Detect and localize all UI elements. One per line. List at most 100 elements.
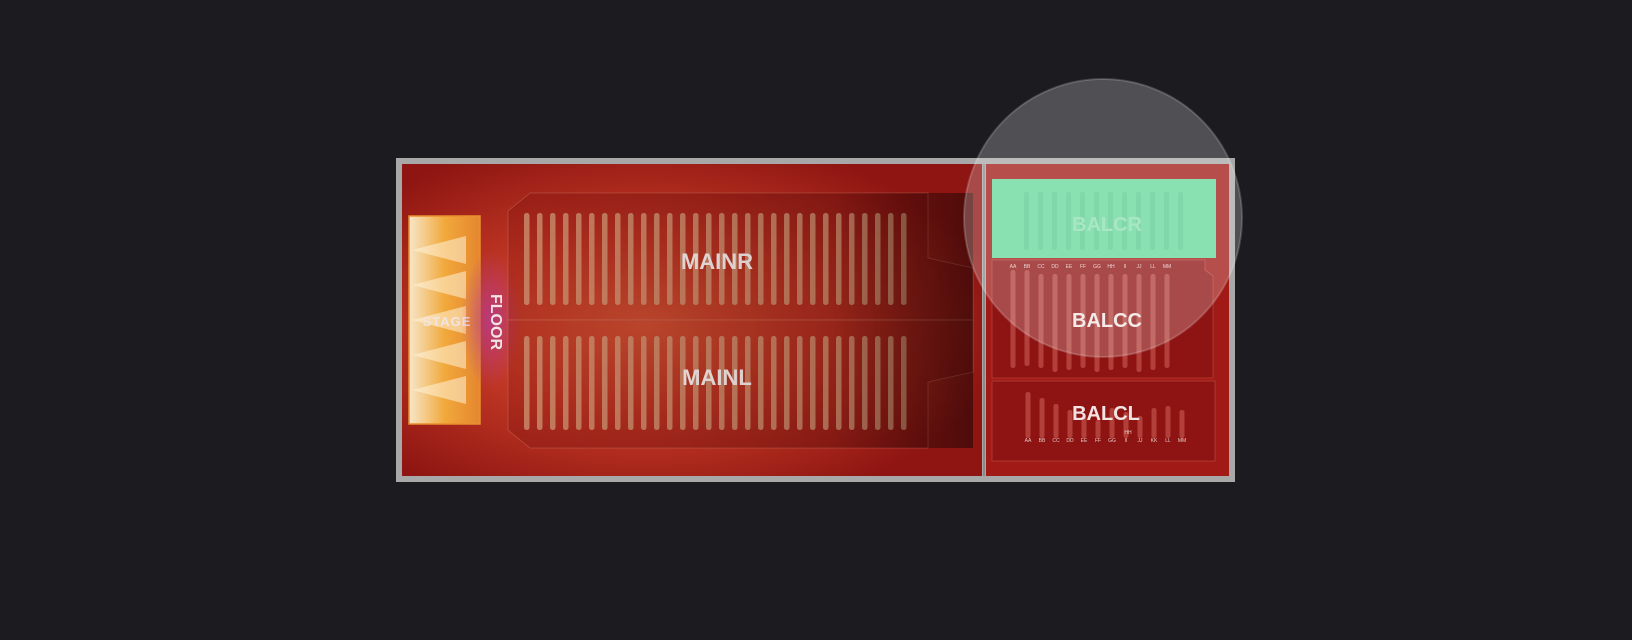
mainl-seat-row[interactable]	[667, 336, 673, 430]
mainr-seat-row[interactable]	[537, 213, 543, 305]
balcr-seat-row[interactable]	[1150, 192, 1155, 250]
mainl-seat-row[interactable]	[615, 336, 621, 430]
mainr-seat-row[interactable]	[823, 213, 829, 305]
balcc-seat-row[interactable]	[1010, 270, 1016, 368]
mainr-seat-row[interactable]	[628, 213, 634, 305]
mainr-seat-row[interactable]	[563, 213, 569, 305]
balcc-seat-row[interactable]	[1136, 274, 1142, 372]
balcc-seat-row[interactable]	[1094, 274, 1100, 372]
mainl-seat-row[interactable]	[901, 336, 907, 430]
balcr-seat-row[interactable]	[1164, 192, 1169, 250]
mainr-seat-row[interactable]	[654, 213, 660, 305]
mainl-seat-row[interactable]	[784, 336, 790, 430]
mainl-seat-row[interactable]	[524, 336, 530, 430]
mainl-seat-row[interactable]	[563, 336, 569, 430]
balcl-seat-row[interactable]	[1067, 410, 1073, 438]
balcr-seat-row[interactable]	[1108, 192, 1113, 250]
balcc-seat-row[interactable]	[1164, 274, 1170, 368]
mainl-seat-row[interactable]	[823, 336, 829, 430]
balcr-seat-row[interactable]	[1052, 192, 1057, 250]
mainl-seat-row[interactable]	[888, 336, 894, 430]
balcr-seat-row[interactable]	[1178, 192, 1183, 250]
balcl-seat-row[interactable]	[1137, 416, 1143, 438]
mainl-seat-row[interactable]	[836, 336, 842, 430]
mainl-seat-row[interactable]	[862, 336, 868, 430]
mainr-seat-row[interactable]	[810, 213, 816, 305]
balcc-seat-row[interactable]	[1150, 274, 1156, 370]
mainr-seat-row[interactable]	[589, 213, 595, 305]
balcr-seat-row[interactable]	[1038, 192, 1043, 250]
mainr-seat-row[interactable]	[667, 213, 673, 305]
balcr-seat-row[interactable]	[1122, 192, 1127, 250]
floor-section[interactable]: FLOOR	[461, 250, 521, 390]
balcl-seat-row[interactable]	[1095, 420, 1101, 438]
balcr-section[interactable]: BALCR	[992, 179, 1216, 258]
mainr-section[interactable]: MAINR	[507, 192, 974, 321]
balcl-label: BALCL	[1072, 403, 1140, 425]
balcl-seat-row[interactable]	[1179, 410, 1185, 438]
balcl-seat-row[interactable]	[1123, 412, 1129, 438]
mainr-seat-row[interactable]	[602, 213, 608, 305]
balcl-seat-row[interactable]	[1165, 406, 1171, 438]
mainr-seat-row[interactable]	[771, 213, 777, 305]
balcr-seat-row[interactable]	[1024, 192, 1029, 250]
mainl-section[interactable]: MAINL	[507, 319, 974, 449]
mainl-seat-row[interactable]	[576, 336, 582, 430]
mainl-seat-row[interactable]	[550, 336, 556, 430]
balcl-row-label: AA	[1025, 438, 1032, 444]
mainl-seat-row[interactable]	[589, 336, 595, 430]
balcl-seat-row[interactable]	[1151, 408, 1157, 438]
mainr-seat-row[interactable]	[641, 213, 647, 305]
balcc-row-label: CC	[1037, 264, 1045, 270]
balcc-seat-row[interactable]	[1080, 274, 1086, 368]
balcl-row-label: II	[1125, 438, 1128, 444]
balcl-seat-row[interactable]	[1025, 392, 1031, 438]
mainr-seat-row[interactable]	[784, 213, 790, 305]
balcc-seat-row[interactable]	[1108, 274, 1114, 370]
mainl-seat-row[interactable]	[641, 336, 647, 430]
balcl-seat-row[interactable]	[1039, 398, 1045, 438]
mainl-seat-row[interactable]	[797, 336, 803, 430]
balcr-seat-row[interactable]	[1080, 192, 1085, 250]
mainr-seat-row[interactable]	[836, 213, 842, 305]
balcr-seat-row[interactable]	[1136, 192, 1141, 250]
mainr-seat-row[interactable]	[758, 213, 764, 305]
mainr-seat-row[interactable]	[875, 213, 881, 305]
mainl-seat-row[interactable]	[628, 336, 634, 430]
mainr-seat-row[interactable]	[550, 213, 556, 305]
stage-light	[412, 306, 466, 334]
balcc-seat-row[interactable]	[1038, 274, 1044, 368]
mainr-seat-row[interactable]	[524, 213, 530, 305]
balcl-seat-row[interactable]	[1081, 416, 1087, 438]
mainr-seat-row[interactable]	[576, 213, 582, 305]
balcc-seat-row[interactable]	[1066, 274, 1072, 370]
mainl-seat-row[interactable]	[654, 336, 660, 430]
balcr-seat-row[interactable]	[1066, 192, 1071, 250]
balcl-seat-row[interactable]	[1053, 404, 1059, 438]
mainl-seat-row[interactable]	[771, 336, 777, 430]
mainl-seat-row[interactable]	[602, 336, 608, 430]
balcc-seat-row[interactable]	[1122, 274, 1128, 368]
balcc-seat-row[interactable]	[1052, 274, 1058, 372]
mainr-seat-row[interactable]	[797, 213, 803, 305]
balcc-row-label: BB	[1024, 264, 1031, 270]
mainr-seat-row[interactable]	[849, 213, 855, 305]
mainl-seat-row[interactable]	[849, 336, 855, 430]
mainr-seat-row[interactable]	[888, 213, 894, 305]
mainl-seat-row[interactable]	[875, 336, 881, 430]
mainr-seat-row[interactable]	[901, 213, 907, 305]
mainr-seat-row[interactable]	[615, 213, 621, 305]
balcc-seat-row[interactable]	[1024, 270, 1030, 366]
mainl-seat-row[interactable]	[758, 336, 764, 430]
mainl-seat-row[interactable]	[810, 336, 816, 430]
mainl-label: MAINL	[682, 365, 752, 390]
balcr-seat-row[interactable]	[1094, 192, 1099, 250]
balcc-row-label: JJ	[1137, 264, 1143, 270]
balcc-row-label: FF	[1080, 264, 1086, 270]
balcl-seat-row[interactable]	[1109, 408, 1115, 438]
mainr-seat-row[interactable]	[862, 213, 868, 305]
balcl-row-label: GG	[1108, 438, 1116, 444]
mainl-seat-row[interactable]	[537, 336, 543, 430]
